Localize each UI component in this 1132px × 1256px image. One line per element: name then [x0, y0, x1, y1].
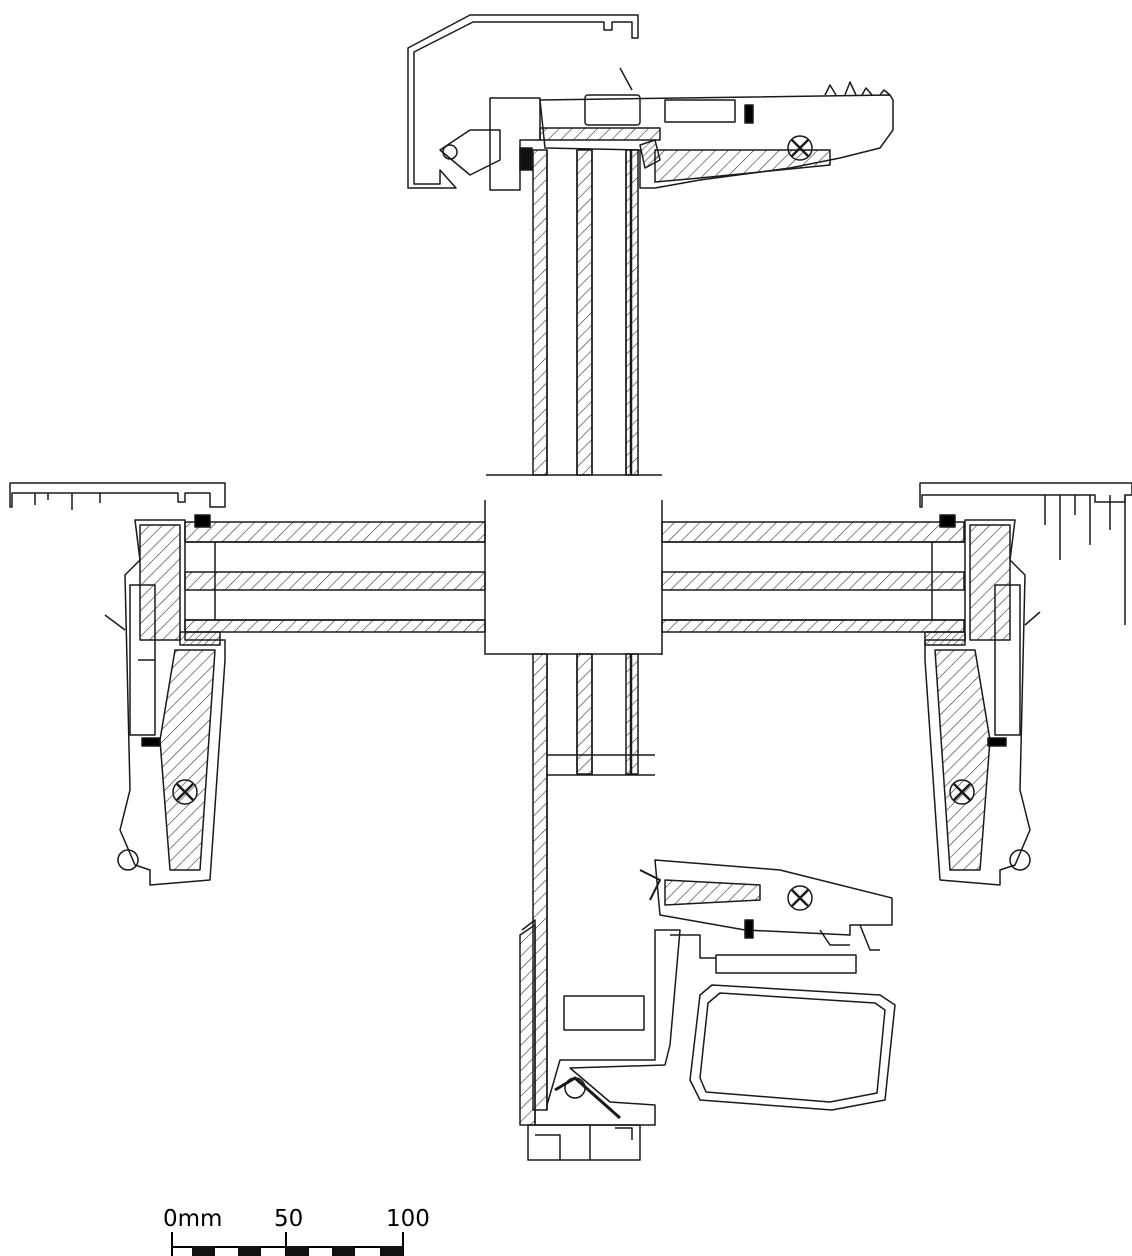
left-top-teeth — [34, 493, 101, 510]
right-bead — [924, 631, 966, 646]
left-gasket-group — [141, 514, 211, 805]
horizontal-glazing-right — [661, 500, 965, 655]
bottom-right-hatch — [664, 879, 761, 906]
top-left-fixing — [489, 97, 541, 191]
horizontal-glazing-left — [184, 500, 486, 655]
bottom-right-tube-inner — [699, 992, 886, 1103]
top-left-clip — [439, 129, 501, 176]
bottom-foot-profile — [527, 1124, 641, 1161]
scale-label-100: 100 — [386, 1206, 430, 1232]
vertical-pane-outer — [532, 149, 548, 476]
horizontal-pane-left-mid — [184, 571, 486, 591]
horizontal-pane-right-bot — [661, 619, 965, 633]
top-lead-line — [619, 67, 633, 91]
horizontal-pane-right-mid — [661, 571, 965, 591]
horizontal-pane-left-bot — [184, 619, 486, 633]
bottom-right-profile — [639, 859, 896, 1111]
scale-ruler-blocks — [192, 1246, 403, 1256]
top-profile-chamber — [584, 94, 641, 126]
scale-bar: 0mm 50 100 — [163, 1206, 430, 1256]
bottom-right-tube — [689, 984, 896, 1111]
right-top-cap — [919, 482, 1132, 508]
vertical-glazing-bottom — [486, 653, 681, 1161]
top-profile-hatch-band — [539, 127, 661, 141]
left-top-cap — [9, 482, 226, 508]
left-frame-arm — [159, 649, 216, 871]
top-bead — [639, 139, 661, 169]
bottom-frame-left-hatch — [519, 924, 536, 1126]
vertical-glazing-top — [486, 149, 662, 476]
bottom-gasket — [564, 1077, 586, 1099]
right-profile-assembly — [919, 482, 1132, 886]
left-bottom-gasket — [117, 849, 139, 871]
right-frame-hatch — [969, 524, 1011, 641]
top-profile-inner — [654, 149, 831, 183]
left-frame-hatch — [139, 524, 181, 641]
scale-label-50: 50 — [274, 1206, 303, 1232]
bottom-right-arm — [654, 859, 893, 936]
top-cover-cap — [407, 14, 639, 189]
left-lead-line — [104, 614, 126, 631]
horizontal-pane-right-top — [661, 521, 965, 543]
right-top-fins — [1044, 495, 1126, 625]
bottom-frame-chamber — [563, 995, 645, 1031]
bottom-right-clip — [639, 869, 661, 901]
right-gasket-group — [939, 514, 1007, 805]
top-right-fins — [824, 81, 891, 96]
bottom-right-gasket — [744, 885, 813, 939]
top-profile-chamber-2 — [664, 99, 736, 123]
top-profile-assembly — [407, 14, 894, 191]
right-lead-line — [1024, 611, 1041, 626]
right-bottom-gasket — [1009, 849, 1031, 871]
right-frame-chamber — [994, 584, 1021, 736]
vertical-pane-mid — [576, 149, 593, 476]
bottom-right-fixings — [670, 924, 880, 959]
top-glazing-seal — [519, 147, 533, 171]
right-frame-arm — [934, 649, 991, 871]
bottom-seal-strip — [554, 1076, 621, 1120]
bottom-right-block — [715, 954, 857, 974]
horizontal-pane-left-top — [184, 521, 486, 543]
top-left-gasket — [442, 144, 458, 160]
left-bead — [179, 631, 221, 646]
scale-label-0: 0mm — [163, 1206, 222, 1232]
vertical-pane-mid-bottom — [576, 653, 593, 775]
left-profile-assembly — [9, 482, 226, 886]
top-gasket-group — [744, 104, 813, 161]
